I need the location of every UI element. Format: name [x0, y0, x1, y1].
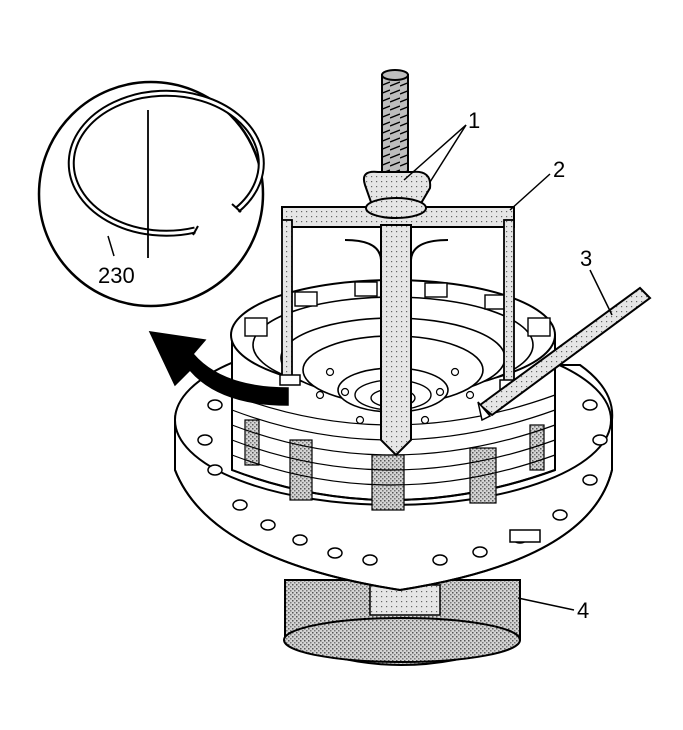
callout-2: 2 — [553, 157, 565, 182]
clutch-drum — [230, 279, 556, 511]
leader-4 — [517, 597, 575, 611]
callout-4: 4 — [577, 598, 589, 623]
leader-3 — [589, 269, 613, 316]
callout-1: 1 — [468, 108, 480, 133]
leader-1b — [429, 124, 467, 183]
detail-arrow — [148, 331, 289, 406]
callout-leaders — [403, 124, 613, 611]
callout-230: 230 — [98, 263, 135, 288]
screwdriver — [477, 286, 652, 422]
detail-bubble — [37, 80, 265, 308]
leader-2 — [509, 173, 551, 211]
drum-housing — [283, 579, 521, 666]
puller-tool — [279, 69, 521, 457]
callout-3: 3 — [580, 246, 592, 271]
leader-1a — [403, 124, 467, 181]
